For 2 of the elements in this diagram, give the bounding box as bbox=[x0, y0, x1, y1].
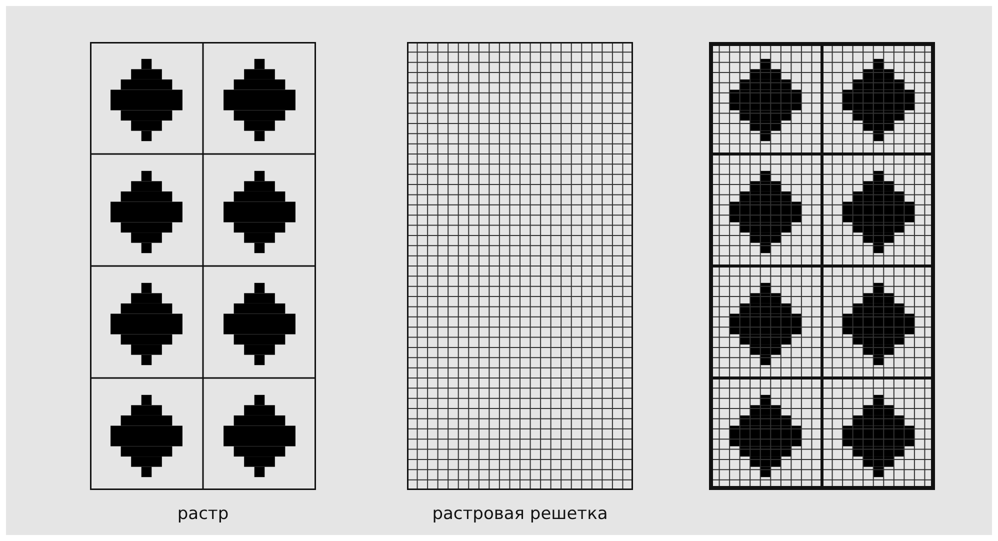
panel-caption: растр bbox=[177, 504, 229, 524]
panel-caption: растровая решетка bbox=[432, 504, 608, 524]
